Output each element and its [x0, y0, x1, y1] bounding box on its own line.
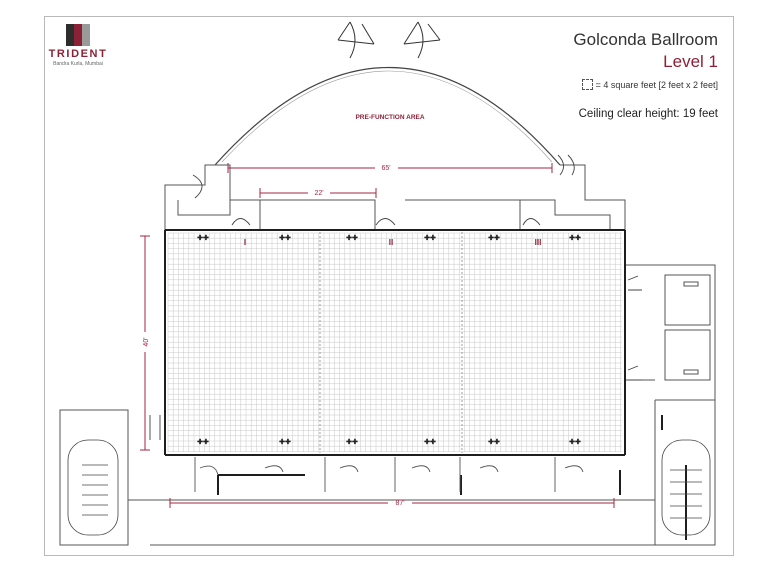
fixture-icon: ✚✚ — [488, 234, 500, 242]
dimension-depth — [140, 235, 150, 451]
section-label-3: III — [535, 238, 542, 247]
dimension-section-label: 22' — [314, 190, 323, 197]
ballroom-walls — [164, 229, 687, 540]
prefunction-label: PRE-FUNCTION AREA — [355, 114, 424, 121]
section-label-2: II — [389, 238, 393, 247]
brand-logo-mark — [66, 24, 90, 46]
grid-legend: = 4 square feet [2 feet x 2 feet] — [581, 79, 718, 90]
outer-walls — [59, 164, 716, 546]
prefunction-arc — [214, 66, 561, 166]
dimension-length-label: 87' — [395, 500, 404, 507]
venue-title: Golconda Ballroom — [573, 30, 718, 49]
fixture-icon: ✚✚ — [279, 438, 291, 446]
staircase-right — [661, 439, 711, 536]
fixture-icon: ✚✚ — [424, 234, 436, 242]
dimension-prefunction-label: 65' — [381, 165, 390, 172]
ceiling-height: Ceiling clear height: 19 feet — [578, 108, 718, 120]
fixture-icon: ✚✚ — [346, 234, 358, 242]
side-doors — [192, 154, 575, 226]
brand-location: Bandra Kurla, Mumbai — [53, 61, 103, 67]
prefunction-arc-inner — [221, 70, 553, 163]
venue-level: Level 1 — [663, 52, 718, 71]
fixture-icon: ✚✚ — [197, 438, 209, 446]
fixture-icon: ✚✚ — [569, 234, 581, 242]
floor-plan-frame — [44, 16, 734, 556]
brand-name: TRIDENT — [48, 48, 108, 60]
dimension-section — [259, 188, 377, 198]
fixture-icon: ✚✚ — [569, 438, 581, 446]
dimension-depth-label: 40' — [143, 337, 150, 346]
section-label-1: I — [244, 238, 246, 247]
fixture-icon: ✚✚ — [346, 438, 358, 446]
legend-square-icon — [581, 79, 593, 90]
legend-text: = 4 square feet [2 feet x 2 feet] — [595, 79, 718, 90]
main-entrance-doors — [337, 21, 441, 59]
staircase-left — [67, 439, 119, 536]
fixture-icon: ✚✚ — [279, 234, 291, 242]
ceiling-fixtures: ✚✚ ✚✚ ✚✚ ✚✚ ✚✚ ✚✚ ✚✚ ✚✚ ✚✚ ✚✚ ✚✚ ✚✚ — [197, 234, 581, 446]
bottom-service-rooms — [194, 457, 584, 492]
fixture-icon: ✚✚ — [424, 438, 436, 446]
fixture-icon: ✚✚ — [197, 234, 209, 242]
dimension-length — [169, 498, 615, 508]
floor-grid — [167, 232, 622, 452]
brand-logo: TRIDENT Bandra Kurla, Mumbai — [48, 24, 108, 68]
partition-lines — [319, 232, 463, 453]
side-rooms — [149, 274, 711, 440]
fixture-icon: ✚✚ — [488, 438, 500, 446]
